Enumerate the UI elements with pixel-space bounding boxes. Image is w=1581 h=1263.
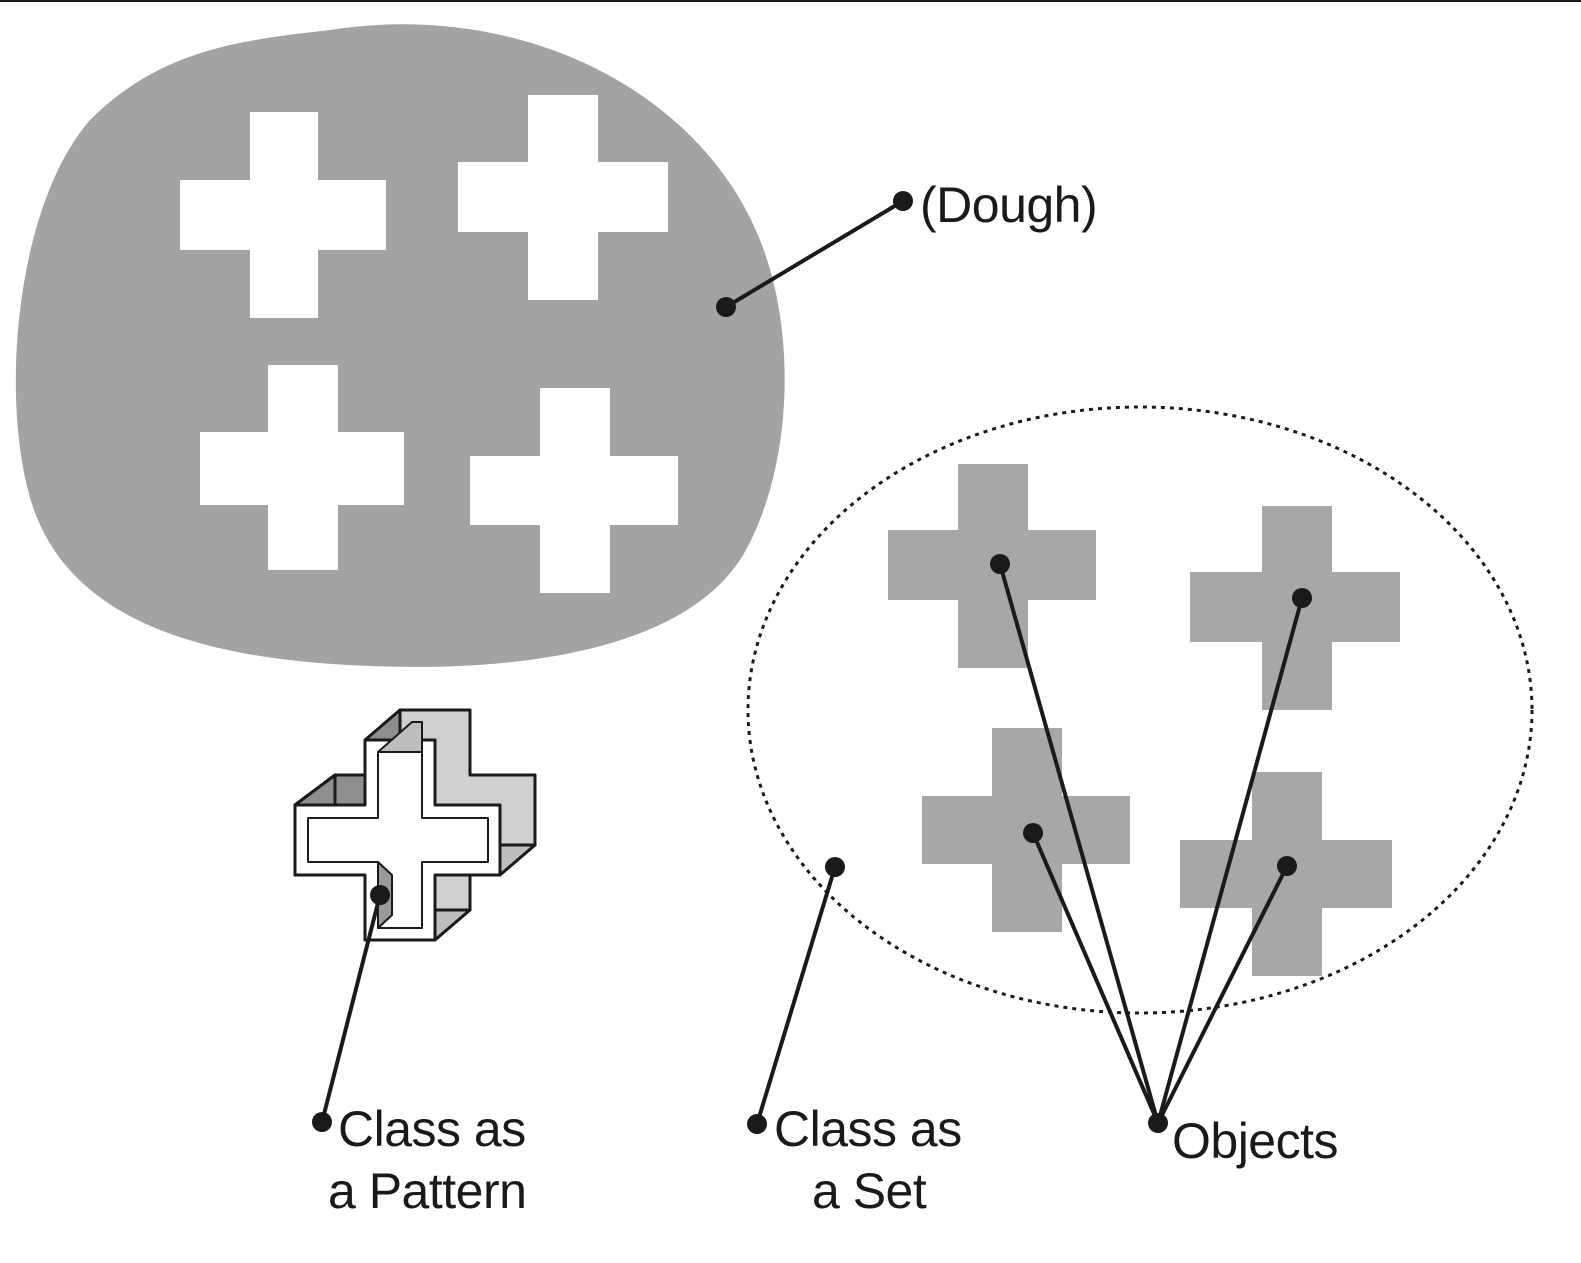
dough-leader: [716, 191, 913, 317]
class-as-pattern-line1: Class as: [338, 1101, 526, 1157]
class-as-set-line1: Class as: [774, 1101, 962, 1157]
object-cookie-2: [1190, 506, 1400, 710]
dough-blob: [15, 24, 785, 667]
set-ellipse: [746, 405, 1534, 1015]
pattern-leader: [312, 885, 390, 1132]
class-as-pattern-line2: a Pattern: [328, 1163, 527, 1219]
dough-cutout-2: [458, 95, 668, 300]
class-as-pattern-label: Class as a Pattern: [328, 1098, 527, 1222]
objects-label: Objects: [1172, 1113, 1339, 1169]
objects-leaders: [990, 554, 1312, 1133]
cookie-cutter-icon: [293, 708, 537, 942]
dough-label: (Dough): [920, 177, 1098, 233]
set-leader: [747, 857, 845, 1134]
dough-cutout-3: [200, 365, 404, 570]
class-as-set-label: Class as a Set: [774, 1098, 962, 1222]
dough-cutout-4: [470, 388, 678, 593]
class-as-set-line2: a Set: [812, 1163, 927, 1219]
object-cookies: [888, 464, 1400, 976]
dough-cutouts: [180, 95, 678, 593]
dough-cutout-1: [180, 112, 386, 318]
